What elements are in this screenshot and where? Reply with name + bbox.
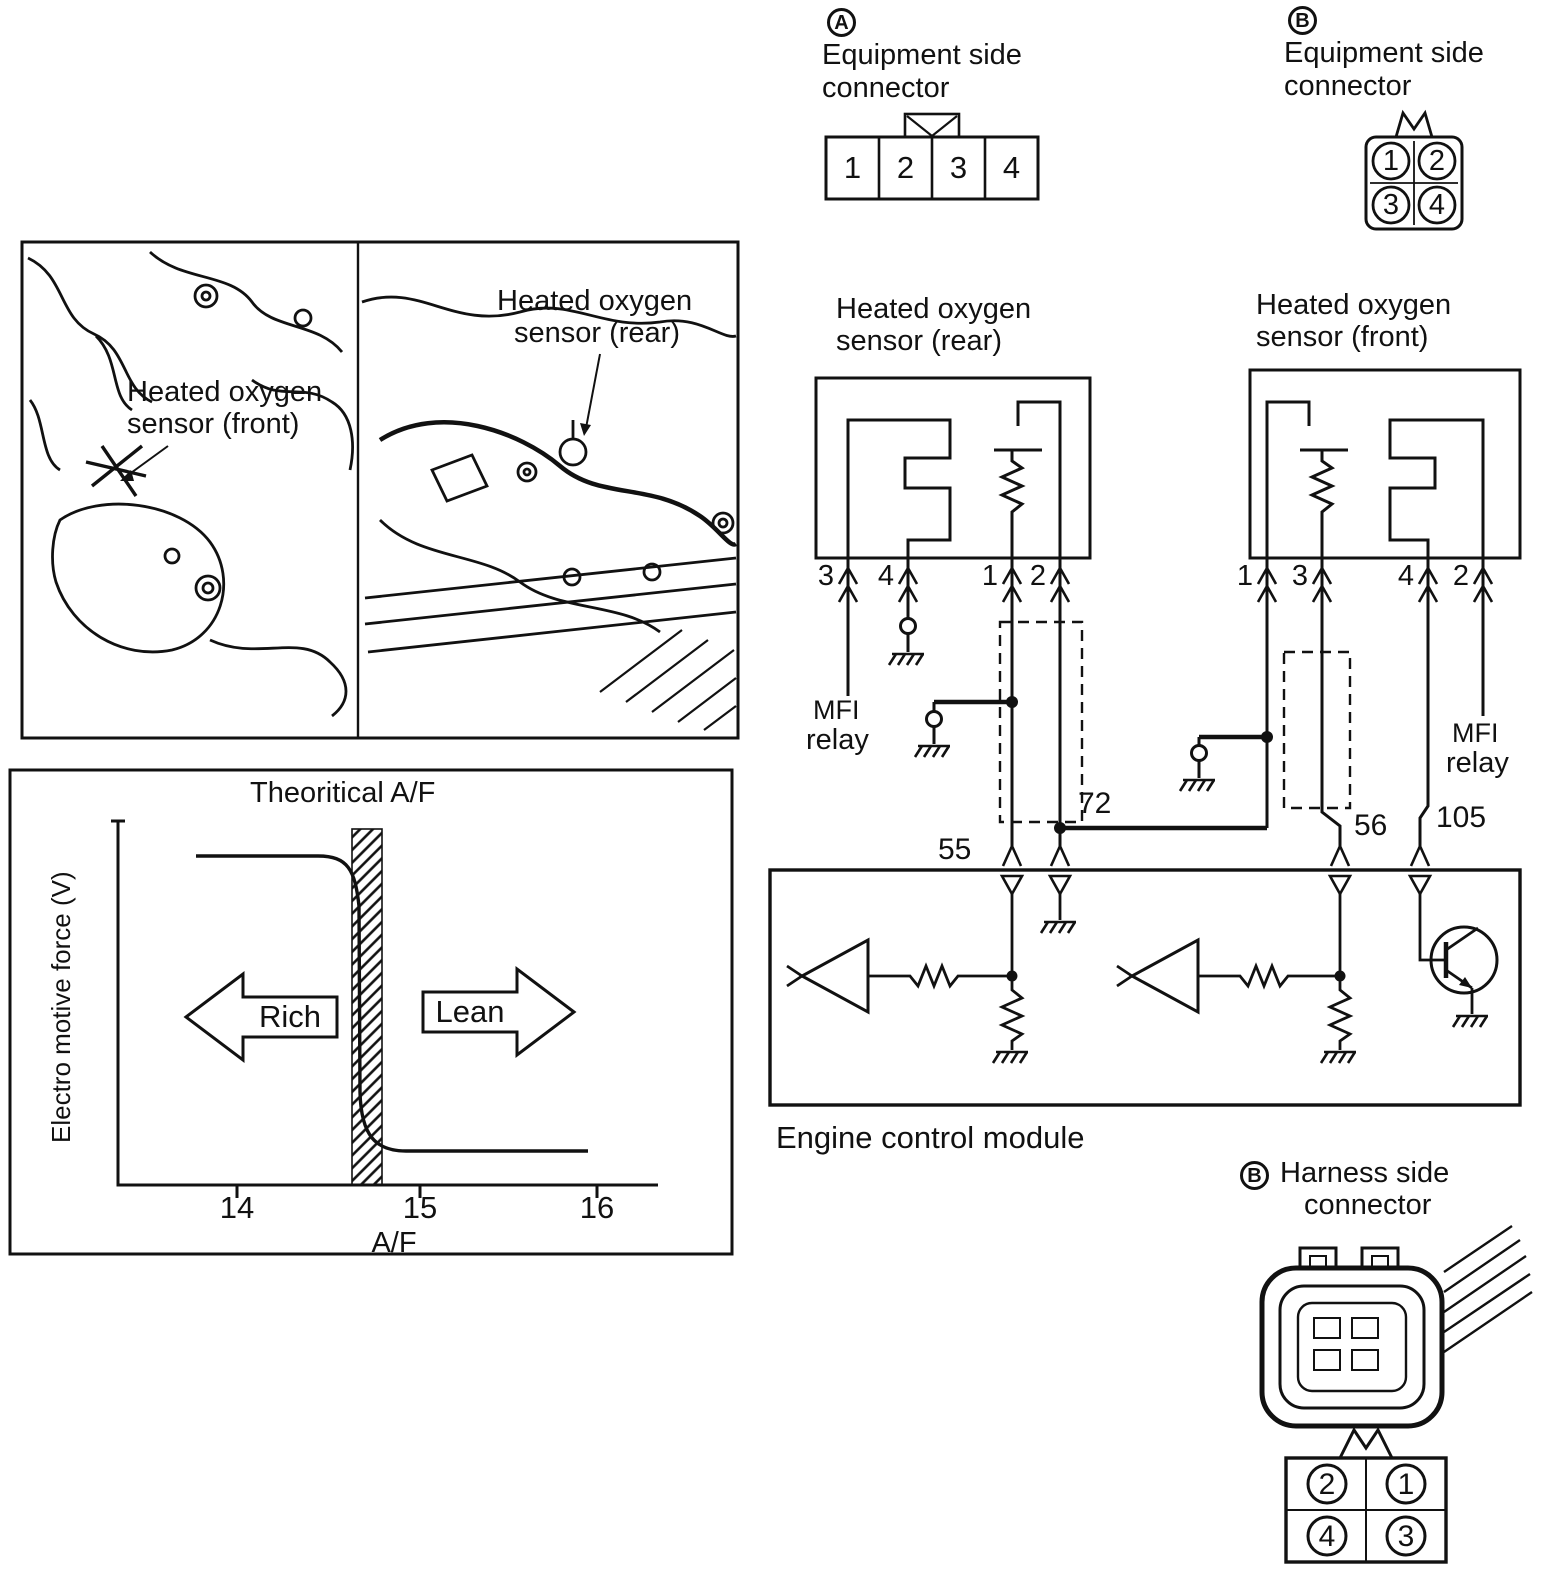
mfi-relay-right-line2: relay bbox=[1446, 747, 1509, 779]
front-sensor-pin-1: 1 bbox=[1236, 560, 1253, 592]
mfi-relay-left-line1: MFI bbox=[813, 695, 860, 725]
ecm-pin-55: 55 bbox=[938, 833, 972, 866]
graph-tick-15: 15 bbox=[402, 1190, 438, 1225]
harness-pin-2: 2 bbox=[1318, 1468, 1336, 1501]
rear-sensor-pin-1: 1 bbox=[981, 560, 998, 592]
ecm-label: Engine control module bbox=[776, 1120, 1085, 1155]
rear-sensor-pin-2: 2 bbox=[1029, 560, 1046, 592]
wiring-front-sensor-title-line2: sensor (front) bbox=[1256, 321, 1429, 353]
connector-a-title-line2: connector bbox=[822, 72, 950, 104]
harness-pin-4: 4 bbox=[1318, 1520, 1336, 1553]
ecm-pin-56: 56 bbox=[1354, 809, 1388, 842]
rear-sensor-pin-3: 3 bbox=[817, 560, 834, 592]
wiring-rear-sensor-title-line2: sensor (rear) bbox=[836, 325, 1002, 357]
graph-title: Theoritical A/F bbox=[250, 777, 436, 809]
mfi-relay-right-line1: MFI bbox=[1452, 718, 1499, 748]
harness-connector-badge: B bbox=[1240, 1161, 1269, 1190]
front-sensor-pin-2: 2 bbox=[1452, 560, 1469, 592]
ecm-pin-105: 105 bbox=[1436, 801, 1487, 834]
connector-b-title-line2: connector bbox=[1284, 70, 1412, 102]
photo-front-sensor-label-line1: Heated oxygen bbox=[127, 376, 323, 408]
connector-a-pin-3: 3 bbox=[949, 150, 968, 185]
connector-b-pin-2: 2 bbox=[1428, 145, 1446, 177]
graph-lean-label: Lean bbox=[435, 994, 505, 1029]
connector-b-title-line1: Equipment side bbox=[1284, 37, 1484, 69]
rear-sensor-pin-4: 4 bbox=[877, 560, 894, 592]
graph-tick-16: 16 bbox=[579, 1190, 615, 1225]
connector-b-pin-1: 1 bbox=[1382, 145, 1400, 177]
equipment-connector-b-art bbox=[1364, 109, 1464, 231]
wiring-art bbox=[768, 368, 1522, 1107]
graph-y-axis-label: Electro motive force (V) bbox=[46, 871, 76, 1143]
harness-connector-title-line2: connector bbox=[1304, 1189, 1432, 1221]
ecm-internal-circuits bbox=[786, 894, 1499, 1065]
photo-rear-sensor-label-line1: Heated oxygen bbox=[497, 285, 693, 317]
connector-a-badge: A bbox=[827, 8, 856, 37]
wiring-rear-sensor-title-line1: Heated oxygen bbox=[836, 293, 1032, 325]
front-sensor-pin-4: 4 bbox=[1397, 560, 1414, 592]
front-sensor-pin-3: 3 bbox=[1291, 560, 1308, 592]
graph-x-axis-label: A/F bbox=[371, 1227, 417, 1259]
equipment-connector-a-art bbox=[824, 112, 1040, 201]
photo-front-sensor-label-line2: sensor (front) bbox=[127, 408, 300, 440]
harness-connector-art bbox=[1259, 1225, 1533, 1564]
wiring-front-sensor-title-line1: Heated oxygen bbox=[1256, 289, 1452, 321]
graph-rich-label: Rich bbox=[258, 999, 321, 1034]
connector-a-pin-2: 2 bbox=[896, 150, 915, 185]
connector-b-pin-3: 3 bbox=[1382, 189, 1400, 221]
mfi-relay-left-line2: relay bbox=[806, 724, 869, 756]
connector-a-title-line1: Equipment side bbox=[822, 39, 1022, 71]
harness-connector-title-line1: Harness side bbox=[1280, 1157, 1450, 1189]
connector-b-badge: B bbox=[1288, 6, 1317, 35]
photo-rear-sensor-label-line2: sensor (rear) bbox=[514, 317, 680, 349]
connector-a-pin-1: 1 bbox=[843, 150, 862, 185]
connector-b-pin-4: 4 bbox=[1428, 189, 1446, 221]
harness-pin-1: 1 bbox=[1397, 1468, 1415, 1501]
photo-panel-art bbox=[20, 240, 740, 740]
ecm-pin-72: 72 bbox=[1078, 787, 1112, 820]
harness-pin-3: 3 bbox=[1397, 1520, 1415, 1553]
af-graph-art bbox=[8, 768, 734, 1256]
graph-tick-14: 14 bbox=[219, 1190, 255, 1225]
connector-a-pin-4: 4 bbox=[1002, 150, 1021, 185]
